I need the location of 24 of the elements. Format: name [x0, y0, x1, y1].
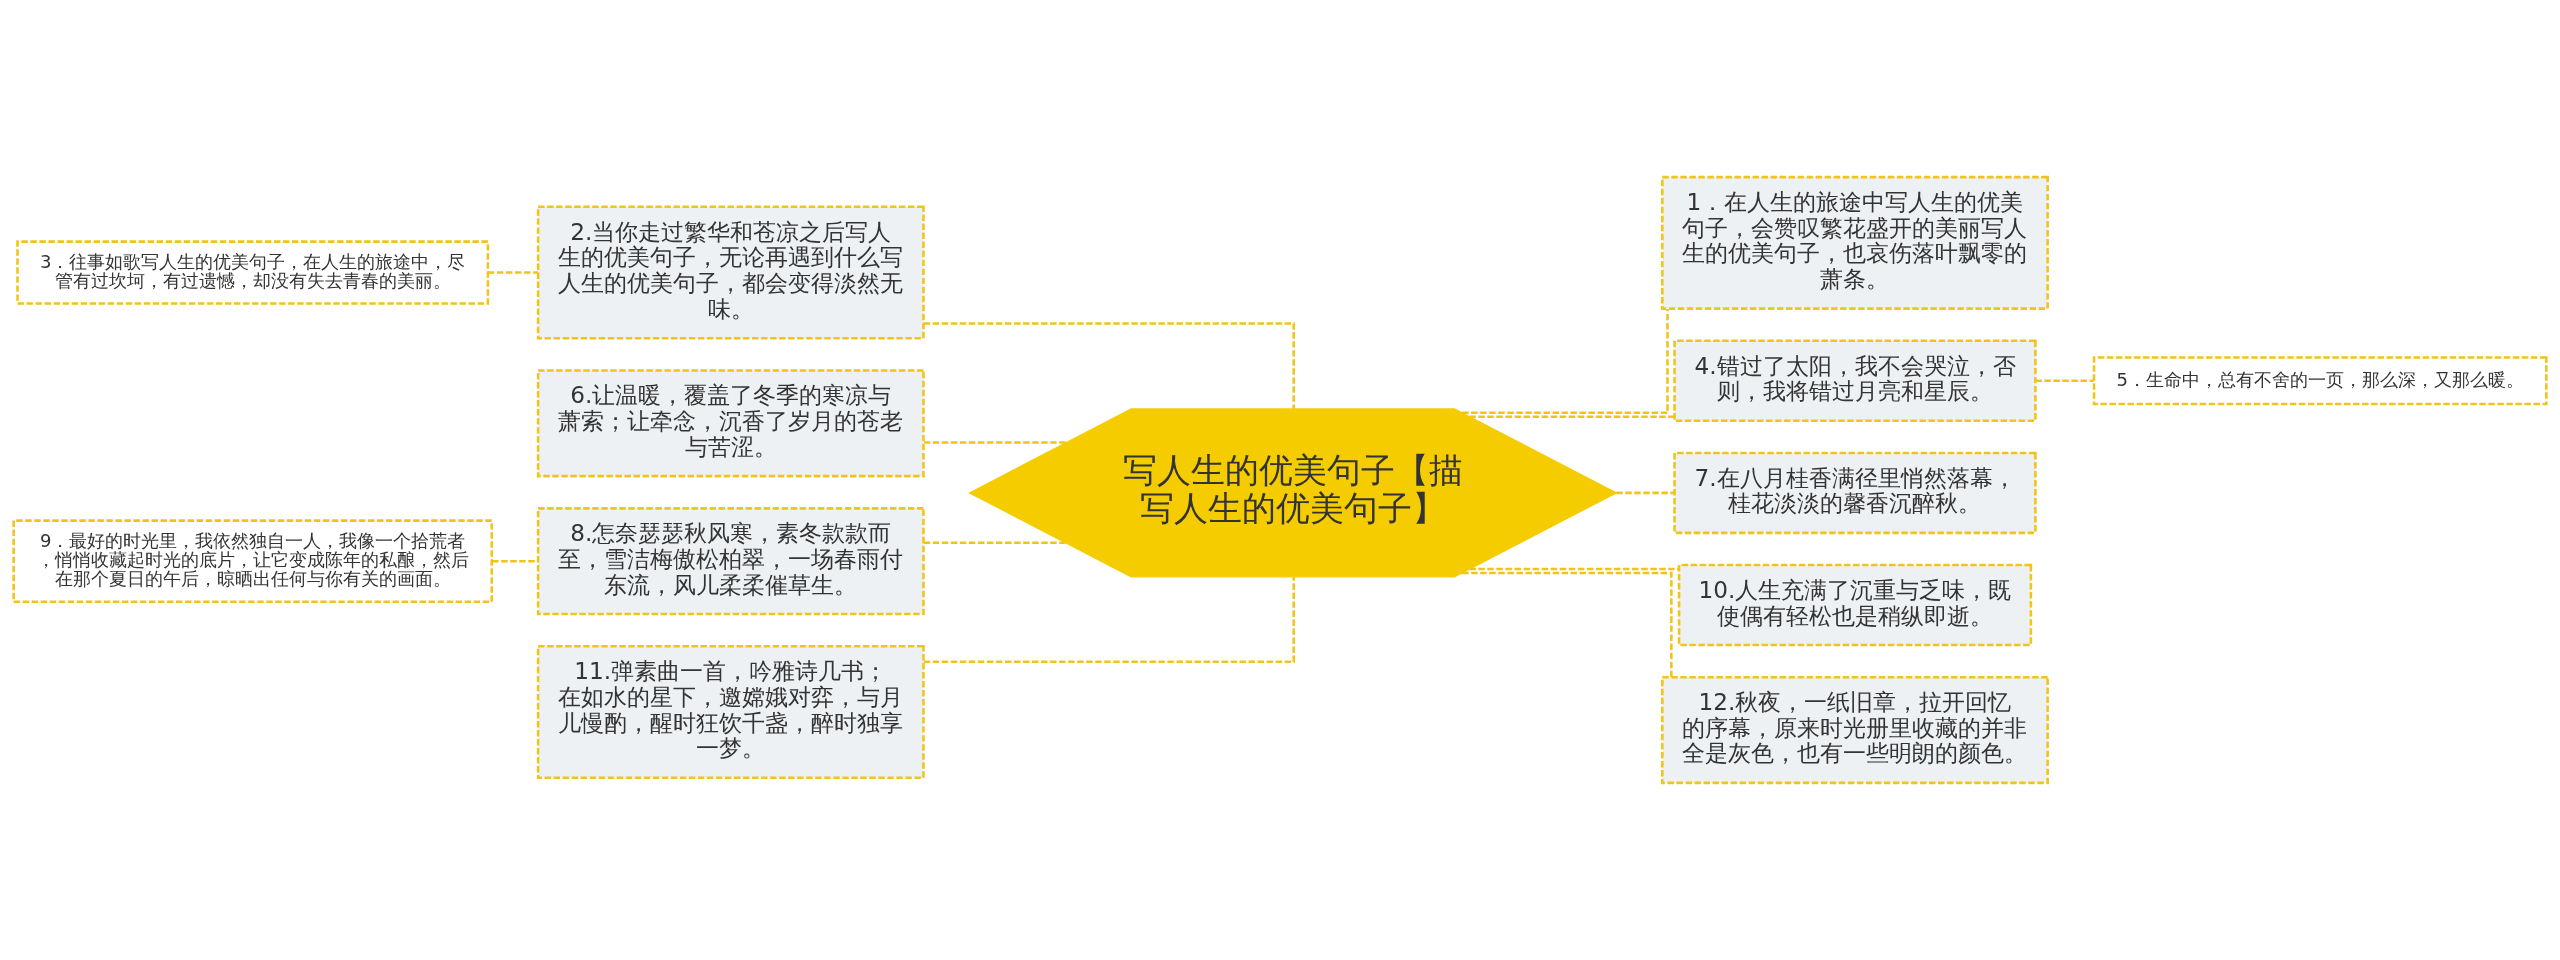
node-box: 6.让温暖，覆盖了冬季的寒凉与萧索；让牵念，沉香了岁月的苍老与苦涩。	[536, 369, 925, 478]
node-box: 3．往事如歌写人生的优美句子，在人生的旅途中，尽管有过坎坷，有过遗憾，却没有失去青春的美丽。	[16, 240, 490, 305]
node-box: 9．最好的时光里，我依然独自一人，我像一个拾荒者，悄悄收藏起时光的底片，让它变成陈年的私酿，然后在那个夏日的午后，晾晒出任何与你有关的画面。	[12, 519, 494, 604]
connector	[923, 541, 1066, 544]
connector	[492, 559, 538, 563]
connector	[1469, 415, 1675, 418]
node-box: 7.在八月桂香满径里悄然落幕，桂花淡淡的馨香沉醉秋。	[1673, 451, 2037, 535]
connector	[487, 271, 538, 274]
connector	[923, 577, 1296, 663]
connector	[1469, 567, 1680, 571]
connector	[1462, 571, 1673, 677]
node-box: 4.错过了太阳，我不会哭泣，否则，我将错过月亮和星辰。	[1673, 339, 2037, 422]
node-box: 12.秋夜，一纸旧章，拉开回忆的序幕，原来时光册里收藏的并非全是灰色，也有一些明朗的颜色。	[1661, 675, 2049, 785]
node-box: 2.当你走过繁华和苍凉之后写人生的优美句子，无论再遇到什么写人生的优美句子，都会变得淡然无味。	[536, 205, 925, 340]
node-box: 5．生命中，总有不舍的一页，那么深，又那么暖。	[2092, 356, 2548, 406]
connector	[1462, 309, 1669, 414]
connector	[2035, 379, 2094, 383]
connector	[1616, 491, 1675, 495]
connector	[923, 441, 1067, 444]
connector	[923, 322, 1296, 409]
node-box: 1．在人生的旅途中写人生的优美句子，会赞叹繁花盛开的美丽写人生的优美句子，也哀伤落叶飘零的萧条。	[1661, 175, 2049, 310]
node-box: 11.弹素曲一首，吟雅诗几书；在如水的星下，邀嫦娥对弈，与月儿慢酌，醒时狂饮千盏，醉时独享一梦。	[536, 644, 925, 779]
node-box: 8.怎奈瑟瑟秋风寒，素冬款款而至，雪洁梅傲松柏翠，一场春雨付东流，风儿柔柔催草生。	[536, 507, 925, 616]
node-box: 10.人生充满了沉重与乏味，既使偶有轻松也是稍纵即逝。	[1677, 563, 2033, 647]
